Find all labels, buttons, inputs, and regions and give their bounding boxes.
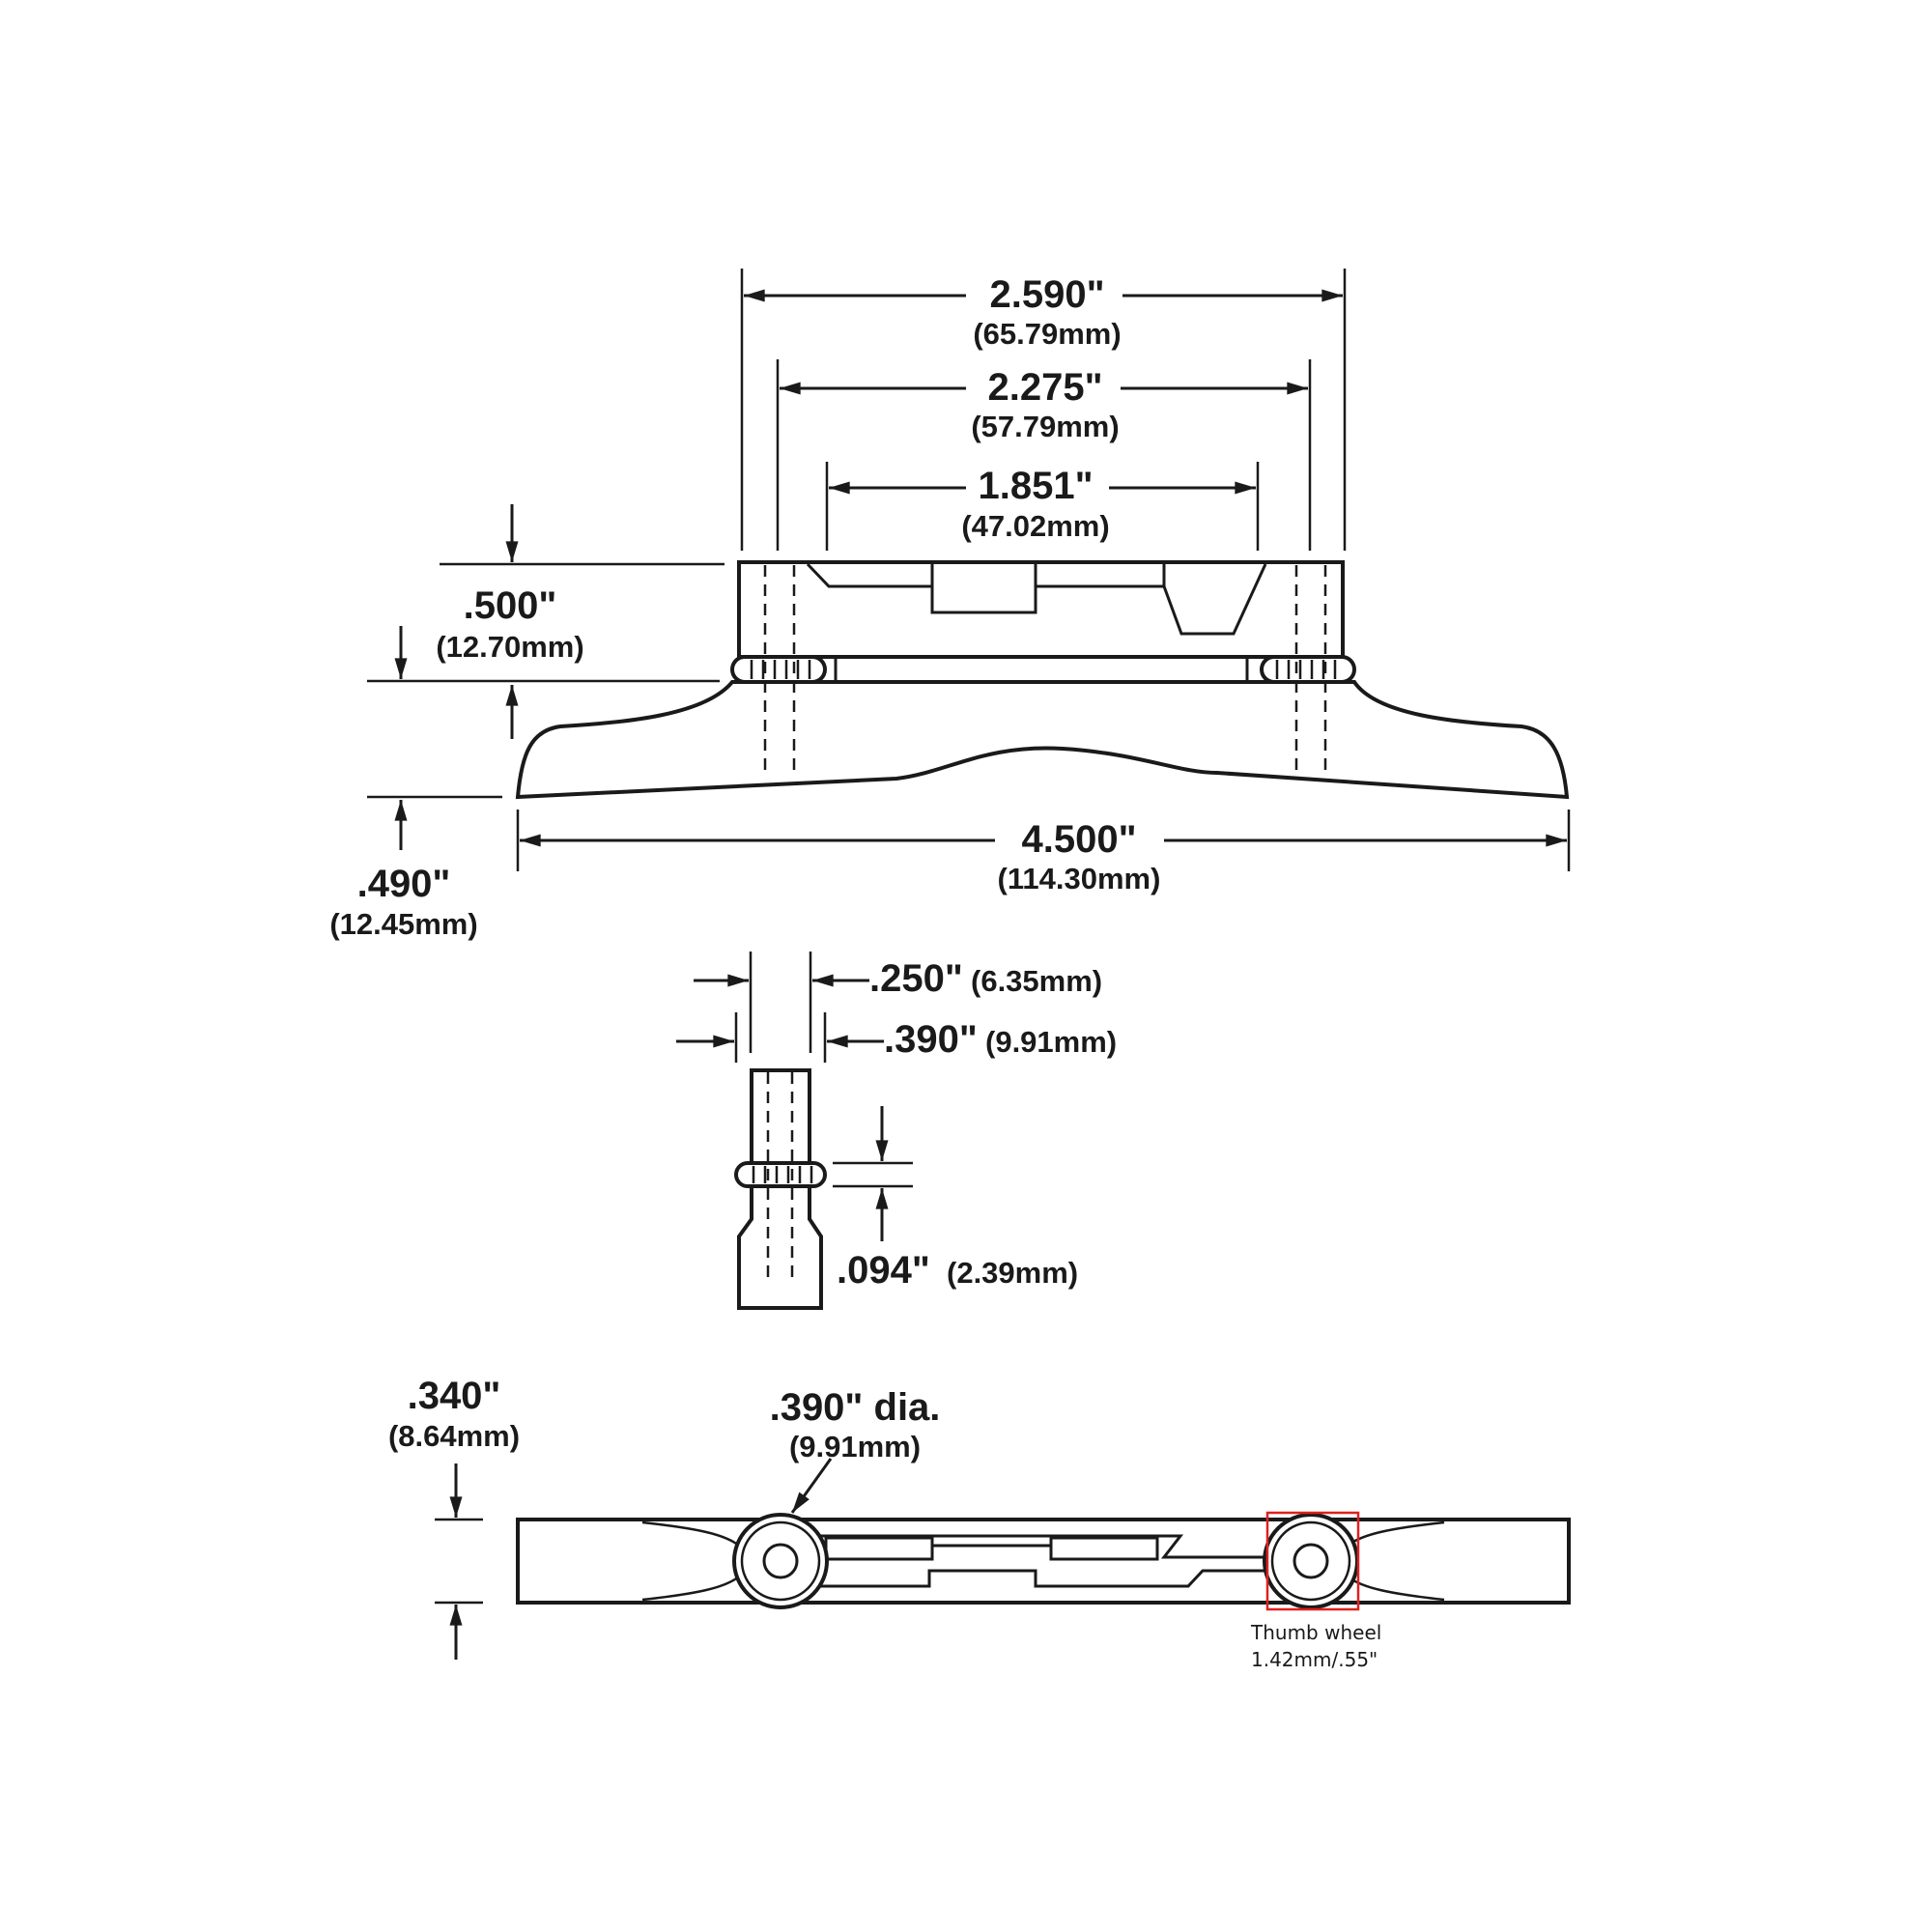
dim-490-inch: .490" (357, 863, 451, 905)
dim-1851-inch: 1.851" (978, 465, 1093, 507)
side-view (676, 952, 913, 1310)
left-thumb-wheel (730, 655, 827, 684)
dim-500-mm: (12.70mm) (436, 630, 583, 664)
thumb-wheel-highlight (1265, 1511, 1360, 1611)
thumb-wheel-label: Thumb wheel (1250, 1621, 1381, 1644)
dimension-lines (394, 289, 1568, 850)
thumb-wheel-size: 1.42mm/.55" (1251, 1648, 1378, 1671)
front-view (515, 560, 1570, 800)
dim-340-mm: (8.64mm) (388, 1419, 520, 1453)
dim-250-inch: .250" (869, 957, 963, 1000)
dim-094-inch: .094" (837, 1249, 930, 1292)
right-thumb-wheel (1260, 655, 1356, 684)
dim-390-inch: .390" (884, 1018, 978, 1061)
dim-1851-mm: (47.02mm) (961, 509, 1109, 543)
dim-4500-inch: 4.500" (1021, 818, 1136, 861)
dim-dia-inch: .390" dia. (770, 1386, 941, 1429)
dim-094-mm: (2.39mm) (947, 1256, 1078, 1290)
dim-250-mm: (6.35mm) (971, 964, 1102, 998)
dim-340-inch: .340" (408, 1375, 501, 1417)
dim-2275-inch: 2.275" (987, 366, 1102, 409)
dim-4500-mm: (114.30mm) (998, 862, 1161, 895)
dim-dia-mm: (9.91mm) (789, 1430, 921, 1463)
dim-2275-mm: (57.79mm) (971, 410, 1119, 443)
dim-2590-inch: 2.590" (989, 273, 1104, 316)
dim-390-mm: (9.91mm) (985, 1025, 1117, 1059)
saddle-block (737, 560, 1345, 659)
extension-lines (367, 269, 1571, 871)
dim-500-inch: .500" (464, 584, 557, 627)
bridge-base (515, 680, 1570, 800)
dim-2590-mm: (65.79mm) (973, 317, 1121, 351)
top-view (435, 1458, 1571, 1660)
saddle-profile (806, 562, 1267, 636)
dim-490-mm: (12.45mm) (329, 907, 477, 941)
